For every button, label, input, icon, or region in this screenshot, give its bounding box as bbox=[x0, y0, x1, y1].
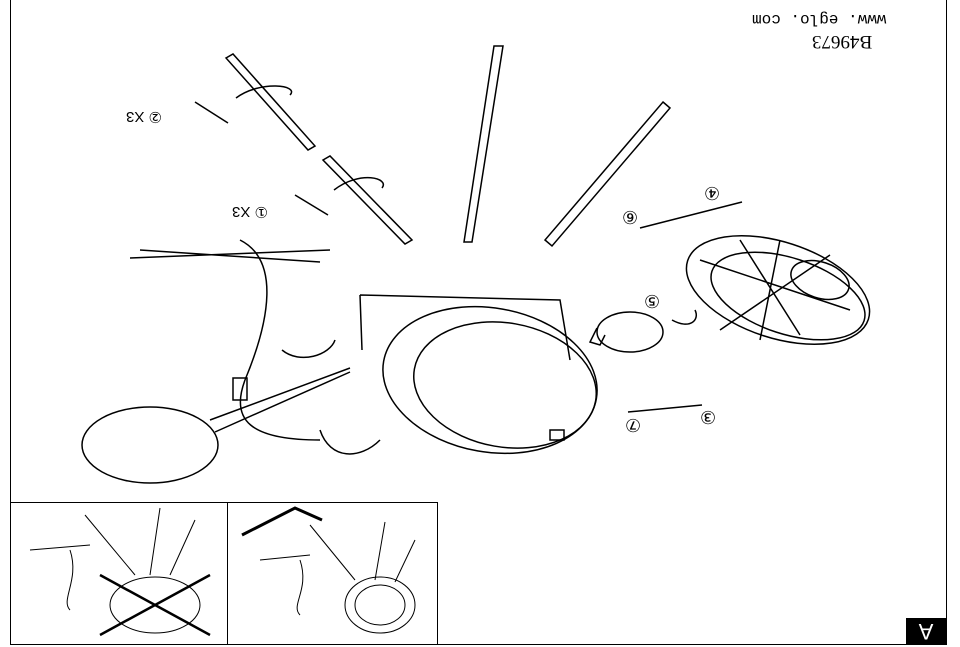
rotate-arrow bbox=[281, 339, 336, 359]
rotate-arrow bbox=[333, 176, 385, 191]
detail-circle bbox=[81, 406, 219, 484]
correct-assembly-sketch bbox=[241, 506, 416, 634]
part-2-label: ② X3 bbox=[126, 108, 162, 126]
pointer-arrow bbox=[194, 101, 229, 124]
light-bulb bbox=[588, 311, 664, 353]
part-number: ① bbox=[254, 203, 268, 220]
step-7: ⑦ bbox=[625, 415, 642, 435]
page-marker: A bbox=[918, 619, 934, 644]
part-1-label: ① X3 bbox=[232, 203, 268, 221]
rod-right bbox=[543, 100, 672, 248]
rod-center bbox=[463, 45, 504, 243]
lamp-head bbox=[319, 294, 598, 455]
page-frame bbox=[10, 0, 947, 645]
wrong-assembly-sketch bbox=[29, 507, 211, 637]
step-3: ③ bbox=[700, 407, 717, 427]
page-marker-box bbox=[906, 618, 946, 644]
correct-assembly-panel bbox=[228, 502, 438, 645]
part-qty: X3 bbox=[232, 203, 251, 220]
step-5: ⑤ bbox=[644, 291, 661, 311]
part-qty: X3 bbox=[126, 108, 145, 125]
rotate-arrow bbox=[235, 85, 293, 99]
wrong-assembly-panel bbox=[10, 502, 228, 645]
pointer-arrow bbox=[294, 194, 329, 216]
guard-cage bbox=[685, 234, 871, 346]
step-6: ⑥ bbox=[622, 207, 639, 227]
model-code: B49673 bbox=[812, 31, 873, 52]
rotate-arrow bbox=[671, 309, 697, 325]
step-4: ④ bbox=[704, 183, 721, 203]
rod-part-2 bbox=[224, 53, 317, 151]
cable bbox=[129, 239, 331, 441]
double-arrow bbox=[627, 404, 703, 413]
website: www. eglo. com bbox=[752, 10, 887, 28]
rod-part-1 bbox=[321, 155, 414, 245]
double-arrow bbox=[639, 201, 743, 229]
part-number: ② bbox=[148, 108, 162, 125]
cable-switch bbox=[232, 377, 248, 401]
